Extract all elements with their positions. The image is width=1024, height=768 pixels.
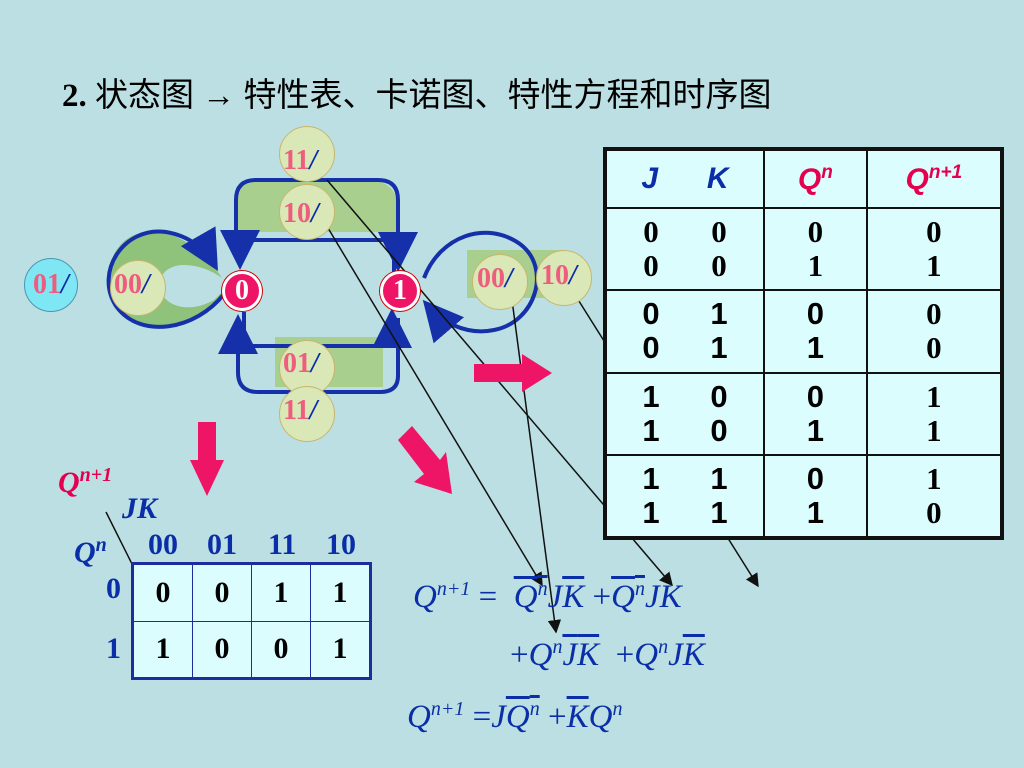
label-badge-left-inner: [110, 260, 166, 316]
kmap-col-header: 10: [326, 528, 356, 561]
kmap-cell: 0: [192, 620, 252, 678]
kmap-cell: 1: [251, 564, 311, 622]
kmap-cell: 1: [133, 620, 193, 678]
equation-line-1: Qn+1 = QnJK +QnJK: [413, 578, 682, 615]
equation-line-2: +QnJK +QnJK: [510, 636, 705, 673]
kmap-row-label: 0: [106, 572, 121, 605]
leader-line-00: [511, 299, 562, 634]
equation-final: Qn+1 =JQn +KQn: [407, 698, 623, 735]
transition-label-left-outer: 01/: [33, 269, 69, 300]
kmap-row-label: 1: [106, 632, 121, 665]
kmap-cell: 0: [192, 564, 252, 622]
page-title: 2. 状态图 → 特性表、卡诺图、特性方程和时序图: [62, 68, 772, 116]
pink-arrow-down: [190, 422, 224, 496]
transition-label-bottom-inner: 01/: [283, 348, 319, 379]
state-node-0: 0: [222, 271, 262, 311]
kmap-col-var: JK: [122, 492, 158, 525]
transition-label-left-inner: 00/: [114, 269, 150, 300]
kmap-cell: 0: [133, 564, 193, 622]
leader-line-10: [321, 217, 543, 587]
kmap-cell: 1: [310, 620, 370, 678]
header-qn: Qn: [763, 149, 868, 209]
kmap-row-var: Qn: [74, 534, 107, 569]
label-badge-right-inner: [472, 254, 528, 310]
title-number: 2.: [62, 78, 87, 114]
kmap-row: 1 0 0 1: [133, 620, 370, 678]
label-badge-right-outer: [536, 250, 592, 306]
self-loop-left: [106, 226, 226, 329]
kmap-col-header: 00: [148, 528, 178, 561]
transition-label-top-inner: 10/: [283, 198, 319, 229]
pink-arrow-diagonal: [398, 426, 452, 494]
transition-label-right-outer: 10/: [541, 260, 577, 291]
state-node-1: 1: [380, 271, 420, 311]
label-badge-top-inner: [279, 184, 335, 240]
transition-label-bottom-outer: 11/: [283, 395, 318, 426]
kmap-title: Qn+1: [58, 464, 113, 499]
kmap-col-header: 11: [268, 528, 297, 561]
pink-arrow-right: [474, 354, 552, 392]
title-text: 状态图 → 特性表、卡诺图、特性方程和时序图: [95, 78, 772, 114]
label-badge-left-outer: [24, 258, 78, 312]
kmap-cell: 1: [310, 564, 370, 622]
kmap-cell: 0: [251, 620, 311, 678]
label-badge-top-outer: [279, 126, 335, 182]
transition-label-top-outer: 11/: [283, 145, 318, 176]
transition-label-right-inner: 00/: [477, 263, 513, 294]
arc-top-inner: [220, 230, 396, 272]
label-badge-bottom-inner: [279, 340, 335, 396]
kmap-col-header: 01: [207, 528, 237, 561]
kmap-corner-divider: [105, 511, 133, 565]
kmap-grid: 0 0 1 1 1 0 0 1: [131, 562, 372, 680]
kmap-row: 0 0 1 1: [133, 564, 370, 622]
label-badge-bottom-outer: [279, 386, 335, 442]
header-qn1: Qn+1: [865, 149, 1003, 209]
